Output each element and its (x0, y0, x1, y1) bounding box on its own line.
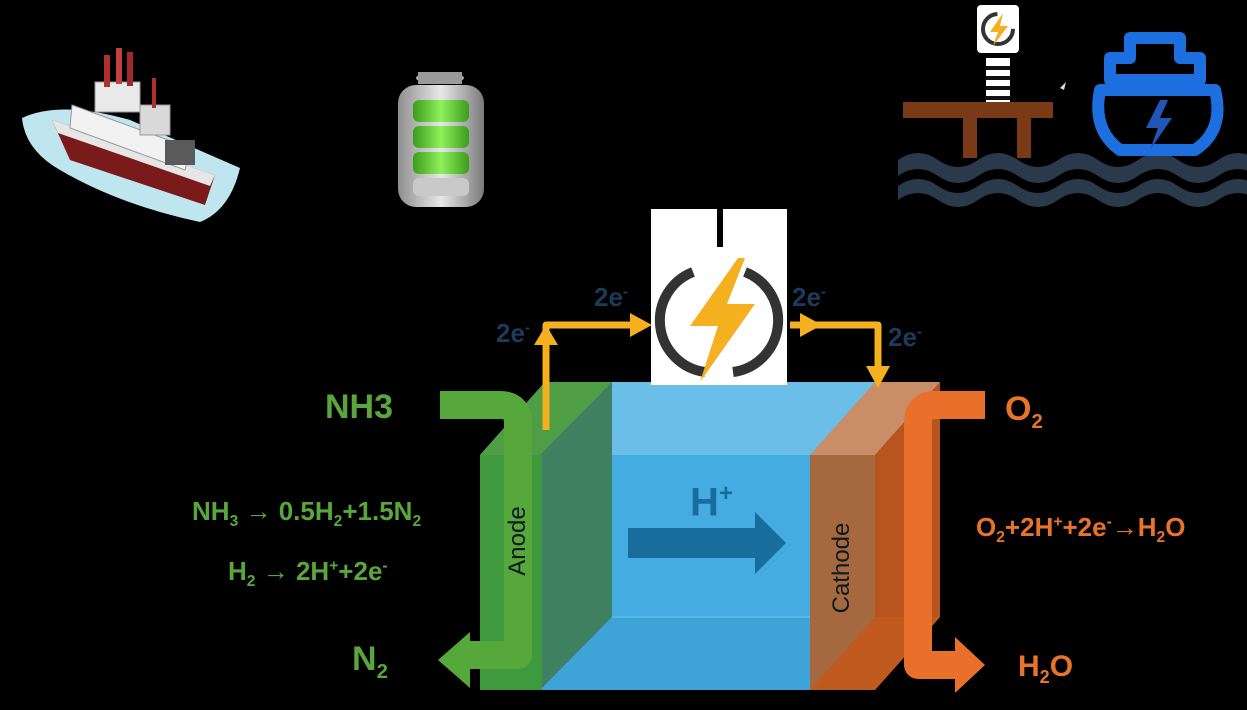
lightning-power-icon (651, 209, 787, 385)
electron-down-arrow (866, 366, 890, 388)
anode-label: Anode (504, 506, 531, 576)
electric-ship-icon (1092, 32, 1224, 156)
electron-label-right-vertical: 2e- (888, 322, 923, 352)
proton-flow-arrow (628, 512, 786, 574)
n2-label: N2 (352, 640, 388, 683)
electron-label-right-horizontal: 2e- (792, 282, 827, 312)
charging-station-icon (898, 5, 1247, 207)
fuel-cell (480, 382, 940, 690)
nh3-feed-pipe (438, 391, 532, 688)
electron-right-arrow-2 (800, 313, 822, 337)
proton-label: H+ (690, 480, 733, 525)
electron-up-arrow (534, 325, 558, 345)
ship-icon (22, 48, 240, 222)
battery-icon (398, 72, 484, 207)
electron-right-arrow (630, 313, 652, 337)
cathode-label: Cathode (828, 522, 855, 614)
o2-label: O2 (1005, 390, 1043, 433)
h2o-label: H2O (1018, 650, 1074, 687)
anode-side (540, 382, 612, 690)
n2-exit-arrow (438, 632, 470, 688)
nh3-label: NH3 (325, 388, 394, 426)
anode-equation-1: NH3 → 0.5H2+1.5N2 (192, 496, 422, 531)
cathode-equation: O2+2H++2e-→H2O (976, 512, 1186, 547)
anode-equation-2: H2 → 2H++2e- (228, 556, 388, 591)
o2-feed-pipe (904, 391, 985, 693)
h2o-exit-arrow (955, 637, 985, 693)
electron-label-left-horizontal: 2e- (594, 282, 629, 312)
electron-label-left-vertical: 2e- (496, 318, 531, 348)
